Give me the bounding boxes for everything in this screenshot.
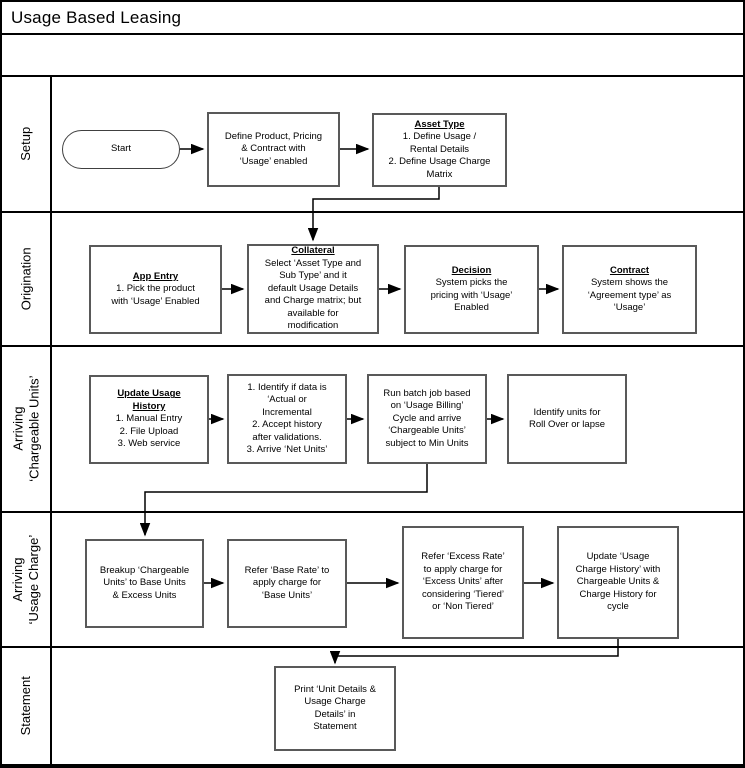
lane-origination: Origination [2, 213, 743, 347]
lane-statement-label-cell: Statement [2, 648, 52, 764]
node-print-statement: Print ‘Unit Details & Usage Charge Detai… [274, 666, 396, 751]
lane-origination-label-cell: Origination [2, 213, 52, 345]
node-collateral: Collateral Select ‘Asset Type and Sub Ty… [247, 244, 379, 334]
node-breakup-units: Breakup ‘Chargeable Units’ to Base Units… [85, 539, 204, 628]
node-refer-base-rate: Refer ‘Base Rate’ to apply charge for ‘B… [227, 539, 347, 628]
node-contract: Contract System shows the ‘Agreement typ… [562, 245, 697, 334]
node-identify-data: 1. Identify if data is ‘Actual or Increm… [227, 374, 347, 464]
lane-chargeable-units-label: Arriving ‘Chargeable Units’ [10, 375, 42, 483]
node-identify-units: Identify units for Roll Over or lapse [507, 374, 627, 464]
diagram-title: Usage Based Leasing [2, 2, 743, 35]
lane-statement-content [52, 648, 743, 764]
empty-banner-row [2, 35, 743, 77]
start-label: Start [110, 143, 132, 155]
lane-statement: Statement [2, 648, 743, 766]
lane-chargeable-units-label-cell: Arriving ‘Chargeable Units’ [2, 347, 52, 511]
lane-statement-label: Statement [18, 676, 34, 736]
node-define-product: Define Product, Pricing & Contract with … [207, 112, 340, 187]
node-refer-excess-rate: Refer ‘Excess Rate’ to apply charge for … [402, 526, 524, 639]
node-decision: Decision System picks the pricing with ‘… [404, 245, 539, 334]
node-run-batch-job: Run batch job based on ‘Usage Billing’ C… [367, 374, 487, 464]
lane-setup-label-cell: Setup [2, 77, 52, 211]
lane-origination-label: Origination [18, 247, 34, 311]
node-asset-type: Asset Type 1. Define Usage / Rental Deta… [372, 113, 507, 187]
lane-usage-charge-label-cell: Arriving ‘Usage Charge’ [2, 513, 52, 646]
node-update-charge-history: Update ‘Usage Charge History’ with Charg… [557, 526, 679, 639]
node-update-usage-history: Update Usage History 1. Manual Entry 2. … [89, 375, 209, 464]
node-app-entry: App Entry 1. Pick the product with ‘Usag… [89, 245, 222, 334]
lane-setup-label: Setup [18, 127, 34, 161]
node-start: Start [62, 130, 180, 169]
lane-usage-charge-label: Arriving ‘Usage Charge’ [10, 534, 42, 625]
